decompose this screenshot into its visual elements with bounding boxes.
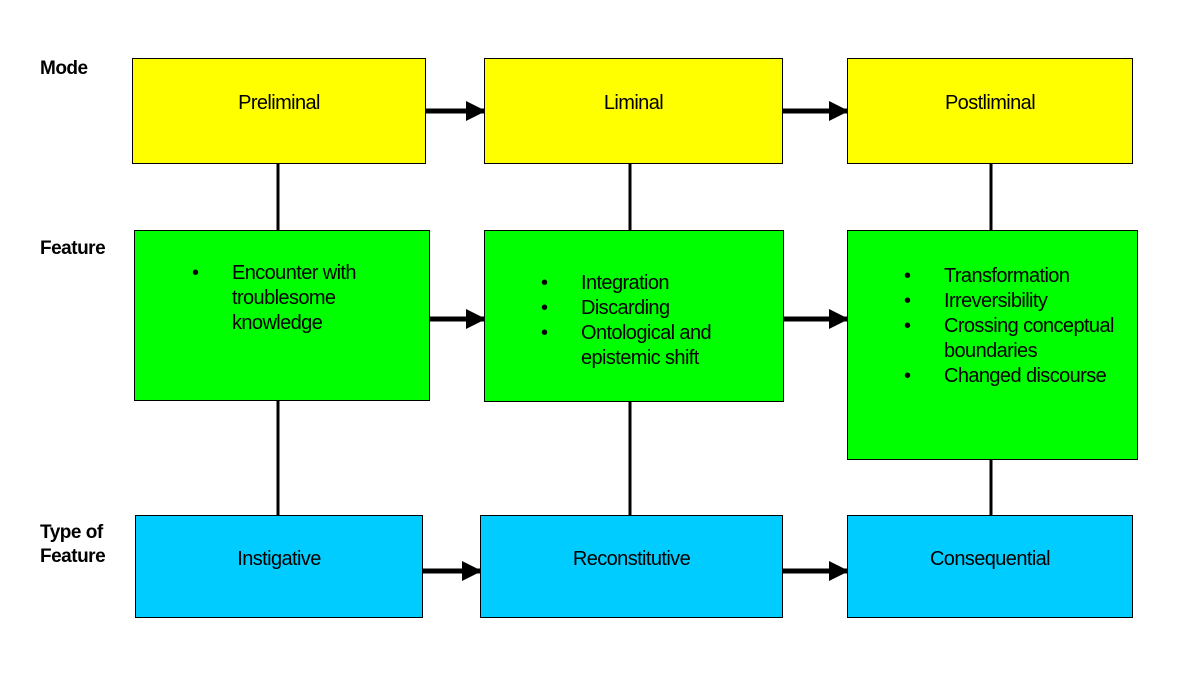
mode-label-postliminal: Postliminal [944,92,1036,114]
feature-item: Encounter with troublesome knowledge [192,261,392,336]
row-label-type-line-1: Type of [40,522,103,543]
feature-item: Discarding [541,296,741,321]
mode-box-liminal: Liminal [484,58,783,164]
mode-box-postliminal: Postliminal [847,58,1133,164]
row-label-type-of-feature: Type of Feature [40,521,106,569]
type-box-instigative: Instigative [135,515,423,618]
type-label-instigative: Instigative [237,548,321,570]
mode-label-liminal: Liminal [603,92,664,114]
feature-item: Ontological and epistemic shift [541,321,741,371]
type-box-consequential: Consequential [847,515,1133,618]
feature-box-liminal: Integration Discarding Ontological and e… [484,230,784,402]
feature-item: Transformation [904,264,1134,289]
feature-item: Changed discourse [904,364,1134,389]
type-box-reconstitutive: Reconstitutive [480,515,783,618]
type-label-consequential: Consequential [929,548,1051,570]
feature-item: Irreversibility [904,289,1134,314]
feature-item: Integration [541,271,741,296]
feature-box-postliminal: Transformation Irreversibility Crossing … [847,230,1138,460]
mode-box-preliminal: Preliminal [132,58,426,164]
feature-list-postliminal: Transformation Irreversibility Crossing … [904,264,1134,389]
mode-label-preliminal: Preliminal [238,92,320,114]
feature-item: Crossing conceptual boundaries [904,314,1134,364]
type-label-reconstitutive: Reconstitutive [572,548,691,570]
feature-list-preliminal: Encounter with troublesome knowledge [192,261,392,336]
row-label-feature: Feature [40,238,106,259]
feature-list-liminal: Integration Discarding Ontological and e… [541,271,741,371]
row-label-mode: Mode [40,58,88,79]
row-label-type-line-2: Feature [40,546,106,567]
feature-box-preliminal: Encounter with troublesome knowledge [134,230,430,401]
